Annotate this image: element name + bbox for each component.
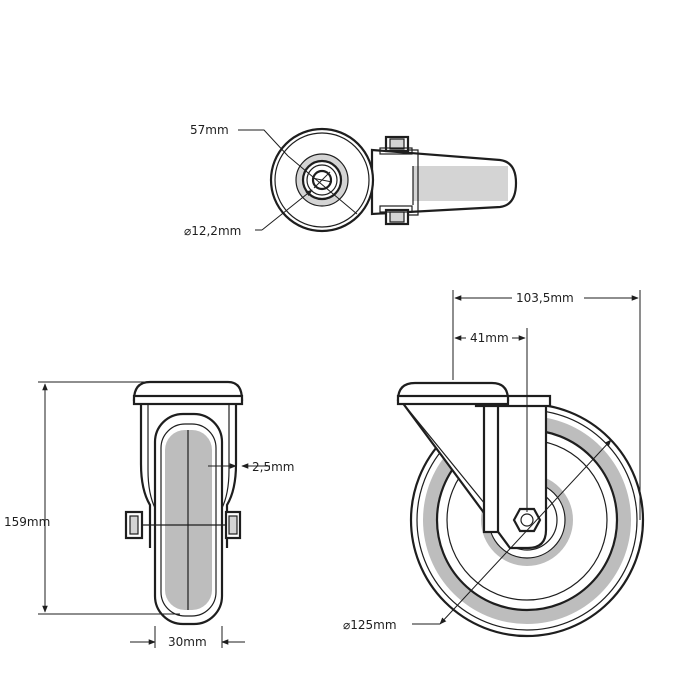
side-view: 103,5mm 41mm ⌀125mm (343, 290, 645, 638)
dim-103-5mm-label: 103,5mm (516, 291, 574, 305)
top-view: 57mm ⌀12,2mm (184, 123, 518, 238)
front-view: 159mm 2,5mm 30mm (4, 380, 294, 649)
dim-30mm-label: 30mm (168, 635, 207, 649)
dim-159mm-label: 159mm (4, 515, 50, 529)
dim-57mm-label: 57mm (190, 123, 229, 137)
dim-41mm-label: 41mm (470, 331, 509, 345)
dim-125mm-label: ⌀125mm (343, 618, 397, 632)
dim-12-2mm-label: ⌀12,2mm (184, 224, 241, 238)
dim-2-5mm-label: 2,5mm (252, 460, 294, 474)
